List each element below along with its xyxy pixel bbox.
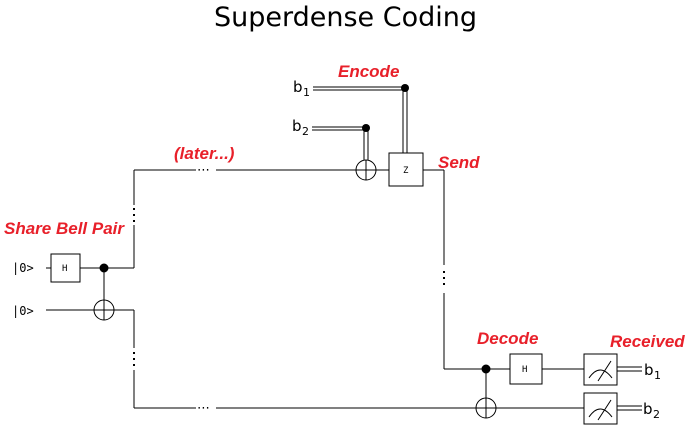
svg-text:b: b bbox=[644, 361, 654, 379]
classical-out1-wire bbox=[617, 367, 642, 371]
svg-text:b: b bbox=[293, 78, 303, 96]
svg-text:H: H bbox=[522, 365, 527, 375]
classical-b1-wire bbox=[313, 87, 407, 153]
vertical-ellipsis-a bbox=[133, 208, 135, 222]
input-qubit-a: |0> bbox=[12, 261, 34, 275]
cz-encode: Z bbox=[389, 84, 423, 186]
label-later: (later...) bbox=[174, 144, 235, 163]
qubit-b-wire bbox=[46, 310, 584, 408]
svg-text:Z: Z bbox=[403, 166, 409, 176]
vertical-ellipsis-send bbox=[443, 271, 445, 285]
svg-text:2: 2 bbox=[653, 408, 660, 421]
svg-text:2: 2 bbox=[302, 125, 309, 138]
classical-b2-wire bbox=[312, 127, 368, 163]
measurement-1-icon bbox=[584, 354, 617, 385]
h-gate-decode: H bbox=[510, 354, 542, 384]
measurement-2-icon bbox=[584, 393, 617, 424]
h-gate-bell: H bbox=[51, 254, 80, 282]
output-b1-label: b 1 bbox=[644, 361, 661, 382]
svg-text:H: H bbox=[62, 264, 67, 274]
label-share-bell-pair: Share Bell Pair bbox=[4, 219, 125, 238]
input-qubit-b: |0> bbox=[12, 304, 34, 318]
bit-b1-label: b 1 bbox=[293, 78, 310, 99]
label-decode: Decode bbox=[477, 329, 538, 348]
page-title: Superdense Coding bbox=[213, 2, 477, 33]
cnot-bell bbox=[94, 264, 114, 320]
output-b2-label: b 2 bbox=[643, 400, 660, 421]
cx-encode bbox=[356, 124, 376, 180]
svg-text:1: 1 bbox=[303, 86, 310, 99]
svg-text:b: b bbox=[292, 117, 302, 135]
cnot-decode bbox=[476, 365, 496, 418]
ellipsis-later-top: ⋯ bbox=[197, 163, 210, 178]
label-send: Send bbox=[438, 153, 480, 172]
bit-b2-label: b 2 bbox=[292, 117, 309, 138]
classical-out2-wire bbox=[617, 406, 642, 410]
label-received: Received bbox=[610, 332, 685, 351]
ellipsis-bottom: ⋯ bbox=[197, 401, 210, 416]
svg-text:1: 1 bbox=[654, 369, 661, 382]
vertical-ellipsis-b bbox=[133, 352, 135, 366]
label-encode: Encode bbox=[338, 62, 399, 81]
svg-text:b: b bbox=[643, 400, 653, 418]
